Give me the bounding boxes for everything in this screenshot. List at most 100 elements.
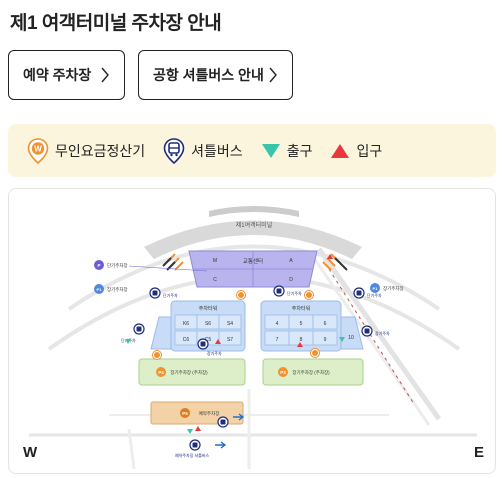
p-marker-id: P (97, 263, 100, 268)
bus-label: 단기주차 (367, 292, 382, 298)
pay-station-icon: W (27, 137, 49, 164)
chevron-right-icon (101, 67, 109, 83)
parking-map[interactable]: 제1여객터미널 교통센터 M A C D 주차타워 K6 S6 S4 C6 C5… (8, 188, 496, 474)
pay-station-icon (152, 350, 162, 360)
left-garage-wing (150, 316, 172, 350)
lot-label: 예약주차장 (199, 410, 220, 417)
left-garage-cells (174, 314, 242, 346)
left-ramp-chevrons (162, 253, 184, 271)
reserved-parking-button[interactable]: 예약 주차장 (8, 50, 125, 100)
shuttle-bus-icon (189, 439, 201, 451)
road (307, 250, 431, 426)
legend-label: 입구 (356, 142, 383, 159)
lot-badge: P5 (182, 411, 188, 416)
shuttle-bus-icon (133, 323, 145, 335)
shuttle-bus-icon (353, 287, 365, 299)
lot-label: 장기주차장 (주차장) (292, 369, 330, 376)
garage-cell: 4 (276, 321, 279, 327)
right-ramp-chevrons (322, 253, 348, 271)
svg-text:W: W (34, 144, 42, 153)
long-term-lot-left (138, 358, 246, 386)
garage-cell: K6 (183, 321, 189, 327)
airport-shuttle-button-label: 공항 셔틀버스 안내 (153, 67, 264, 83)
legend-item-exit: 출구 (261, 141, 313, 161)
entrance-arrow-icon (297, 342, 303, 347)
p1-marker (370, 283, 380, 293)
map-legend: W 무인요금정산기 셔틀버스 출구 입구 (8, 124, 496, 177)
lot-badge: P3 (280, 370, 286, 375)
road-marking (328, 268, 415, 405)
exit-arrow-icon (125, 339, 131, 344)
pay-station-icon (236, 290, 246, 300)
parking-map-drawing: 제1여객터미널 교통센터 M A C D 주차타워 K6 S6 S4 C6 C5… (29, 206, 477, 470)
garage-cell: S4 (227, 321, 233, 327)
garage-label: 주차타워 (292, 305, 310, 312)
legend-item-entrance: 입구 (330, 141, 382, 161)
reserved-parking-button-label: 예약 주차장 (23, 67, 92, 83)
reserved-parking-lot (150, 401, 244, 425)
p-marker (94, 260, 104, 270)
pay-station-icon (304, 290, 314, 300)
garage-label: 주차타워 (199, 305, 217, 312)
bus-label: 예약주차장 셔틀버스 (175, 452, 210, 458)
garage-cell: 10 (348, 335, 354, 341)
legend-item-pay-station: W 무인요금정산기 (27, 137, 145, 164)
p4-badge (156, 367, 166, 377)
legend-item-shuttle-bus: 셔틀버스 (163, 137, 243, 164)
shuttle-bus-icon (273, 285, 285, 297)
traffic-center-label: 교통센터 (243, 257, 263, 265)
bus-label: 장기주차 (207, 350, 222, 356)
zone-label: C (213, 277, 217, 283)
lot-label: 장기주차장 (주차장) (170, 369, 208, 376)
garage-cell: S7 (227, 337, 233, 343)
page-title: 제1 여객터미널 주차장 안내 (10, 13, 222, 34)
pay-station-icon (310, 348, 320, 358)
garage-cell: 9 (324, 337, 327, 343)
terminal-label: 제1여객터미널 (236, 221, 272, 229)
road (316, 247, 442, 421)
lot-badge: P4 (158, 370, 164, 375)
right-garage-cells (264, 314, 338, 346)
exit-arrow-icon (261, 143, 280, 158)
garage-cell: 7 (276, 337, 279, 343)
shuttle-bus-icon (149, 287, 161, 299)
legend-label: 셔틀버스 (191, 142, 243, 159)
garage-cell: 6 (324, 321, 327, 327)
terminal-roof (209, 206, 299, 217)
zone-label: D (289, 277, 293, 283)
shuttle-bus-icon (163, 137, 185, 164)
right-garage-wing (340, 316, 364, 350)
entrance-arrow-icon (331, 143, 350, 158)
bus-label: 단기주차 (163, 292, 178, 298)
chevron-right-icon (269, 67, 277, 83)
garage-cell: S6 (205, 321, 211, 327)
p3-badge (278, 367, 288, 377)
p-marker-label: 장기주차장 (107, 286, 128, 293)
road (127, 428, 136, 470)
exit-arrow-icon (187, 429, 193, 434)
entrance-arrow-icon (195, 426, 201, 431)
garage-cell: 8 (300, 337, 303, 343)
p-marker-id: P1 (373, 286, 379, 291)
p-marker-id: P1 (97, 287, 103, 292)
p-marker-label: 단기주차장 (107, 262, 128, 269)
zone-label: M (213, 258, 217, 264)
direction-arrow (233, 413, 245, 421)
shuttle-bus-icon (197, 338, 209, 350)
compass-east: E (474, 444, 485, 461)
direction-arrow (215, 441, 227, 449)
long-term-lot-right (262, 358, 364, 386)
terminal-building (144, 220, 362, 259)
entrance-arrow-icon (215, 339, 221, 344)
legend-label: 출구 (286, 142, 313, 159)
exit-arrow-icon (339, 337, 345, 342)
garage-cell: C6 (183, 337, 190, 343)
bus-label: 장기주차 (375, 330, 390, 336)
garage-cell: C5 (205, 337, 212, 343)
p1-marker (94, 284, 104, 294)
zone-label: A (289, 258, 293, 264)
p5-badge (180, 408, 190, 418)
airport-shuttle-button[interactable]: 공항 셔틀버스 안내 (138, 50, 293, 100)
shuttle-bus-icon (361, 325, 373, 337)
p-marker-label: 장기주차장 (383, 285, 404, 292)
